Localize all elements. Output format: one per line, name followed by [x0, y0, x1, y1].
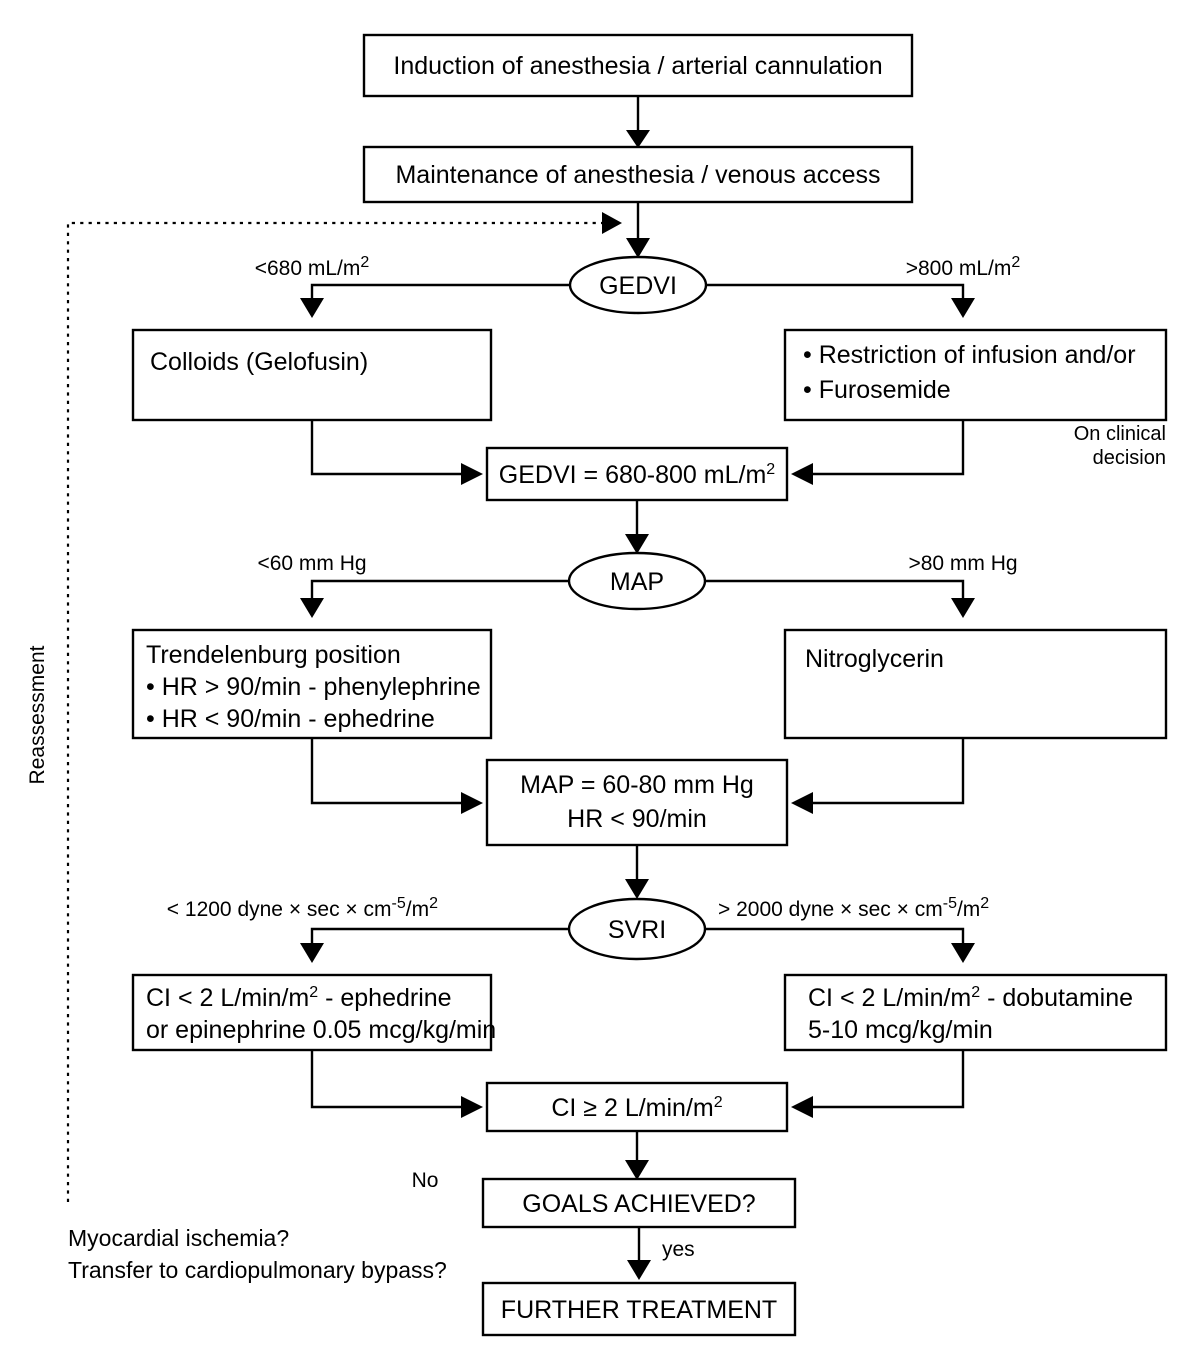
connector-trendelenburg-to-map-target — [310, 738, 463, 805]
box-map-target-line1: MAP = 60-80 mm Hg — [520, 771, 754, 799]
box-restriction-line2: • Furosemide — [803, 376, 951, 404]
box-further-treatment — [481, 1281, 797, 1337]
box-colloids-label: Colloids (Gelofusin) — [150, 348, 368, 376]
edge-label-map-low: <60 mm Hg — [257, 552, 366, 575]
edge-label-goals-yes: yes — [662, 1238, 695, 1261]
box-further-treatment-label: FURTHER TREATMENT — [501, 1296, 777, 1324]
arrowhead-gedvi-high — [951, 298, 975, 318]
arrowhead-reassessment-loop — [602, 212, 622, 234]
arrowhead-map-low — [300, 598, 324, 618]
box-ci-target — [485, 1081, 789, 1133]
box-map-target-line2: HR < 90/min — [567, 805, 707, 833]
decision-map-label: MAP — [610, 568, 664, 596]
connector-ci-left-to-ci-target — [310, 1050, 463, 1109]
arrowhead-ci-right-to-ci-target — [791, 1096, 813, 1118]
box-trendelenburg-line3: • HR < 90/min - ephedrine — [146, 705, 435, 733]
connector-svri-low — [310, 927, 569, 945]
box-ci-target-label: CI ≥ 2 L/min/m2 — [551, 1094, 722, 1122]
box-trendelenburg — [131, 628, 493, 740]
connector-svri-high — [705, 927, 965, 945]
connector-colloids-to-gedvi-target — [310, 420, 463, 476]
arrowhead-ci-left-to-ci-target — [461, 1096, 483, 1118]
arrowhead-ci-target-to-goals — [625, 1160, 649, 1180]
connector-map-high — [705, 579, 965, 600]
box-trendelenburg-line2: • HR > 90/min - phenylephrine — [146, 673, 481, 701]
connector-map-low — [310, 579, 569, 600]
box-ci-left-line1: CI < 2 L/min/m2 - ephedrine — [146, 984, 452, 1012]
edge-label-svri-high: > 2000 dyne × sec × cm-5/m2 — [718, 895, 989, 921]
box-goals-achieved-label: GOALS ACHIEVED? — [522, 1190, 755, 1218]
connector-restriction-to-gedvi-target — [811, 420, 965, 476]
arrowhead-gedvi-low — [300, 298, 324, 318]
connector-gedvi-low — [310, 283, 570, 300]
reassessment-label: Reassessment — [26, 645, 49, 784]
note-on-clinical-line2: decision — [1093, 447, 1166, 469]
arrowhead-trendelenburg-to-map-target — [461, 792, 483, 814]
box-map-target — [485, 758, 789, 847]
box-restriction-line1: • Restriction of infusion and/or — [803, 341, 1136, 369]
arrowhead-nitroglycerin-to-map-target — [791, 792, 813, 814]
connector-ci-right-to-ci-target — [811, 1050, 965, 1109]
decision-svri-label: SVRI — [608, 916, 666, 944]
edge-label-gedvi-low: <680 mL/m2 — [255, 254, 370, 280]
connector-gedvi-high — [706, 283, 965, 300]
box-induction — [362, 33, 914, 98]
arrowhead-map-target-to-svri — [625, 879, 649, 899]
box-maintenance-label: Maintenance of anesthesia / venous acces… — [395, 161, 880, 189]
edge-label-goals-no: No — [412, 1169, 439, 1192]
arrowhead-svri-high — [951, 943, 975, 963]
arrowhead-colloids-to-gedvi-target — [461, 463, 483, 485]
arrowhead-map-high — [951, 598, 975, 618]
box-ci-right-line2: 5-10 mcg/kg/min — [808, 1016, 993, 1044]
box-maintenance — [362, 145, 914, 204]
box-goals-achieved — [481, 1177, 797, 1229]
box-trendelenburg-line1: Trendelenburg position — [146, 641, 401, 669]
arrowhead-gedvi-target-to-map — [625, 534, 649, 554]
box-gedvi-target — [485, 446, 789, 502]
arrowhead-restriction-to-gedvi-target — [791, 463, 813, 485]
box-induction-label: Induction of anesthesia / arterial cannu… — [393, 52, 882, 80]
box-gedvi-target-label: GEDVI = 680-800 mL/m2 — [499, 461, 775, 489]
edge-label-map-high: >80 mm Hg — [908, 552, 1017, 575]
footnote-line1: Myocardial ischemia? — [68, 1225, 289, 1251]
box-nitroglycerin-label: Nitroglycerin — [805, 645, 944, 673]
edge-label-svri-low: < 1200 dyne × sec × cm-5/m2 — [167, 895, 438, 921]
note-on-clinical-line1: On clinical — [1074, 423, 1166, 445]
box-ci-right — [783, 973, 1168, 1052]
box-ci-left-line2: or epinephrine 0.05 mcg/kg/min — [146, 1016, 496, 1044]
arrowhead-goals-to-further-treatment — [627, 1260, 651, 1280]
edge-label-gedvi-high: >800 mL/m2 — [906, 254, 1021, 280]
connector-reassessment-loop — [66, 221, 604, 1202]
box-nitroglycerin — [783, 628, 1168, 740]
box-colloids — [131, 328, 493, 422]
arrowhead-induction-to-maintenance — [626, 130, 650, 148]
box-ci-right-line1: CI < 2 L/min/m2 - dobutamine — [808, 984, 1133, 1012]
footnote-line2: Transfer to cardiopulmonary bypass? — [68, 1257, 447, 1283]
decision-gedvi-label: GEDVI — [599, 272, 677, 300]
box-restriction-furosemide — [783, 328, 1168, 422]
arrowhead-svri-low — [300, 943, 324, 963]
connector-nitroglycerin-to-map-target — [811, 738, 965, 805]
arrowhead-maintenance-to-gedvi — [626, 238, 650, 258]
